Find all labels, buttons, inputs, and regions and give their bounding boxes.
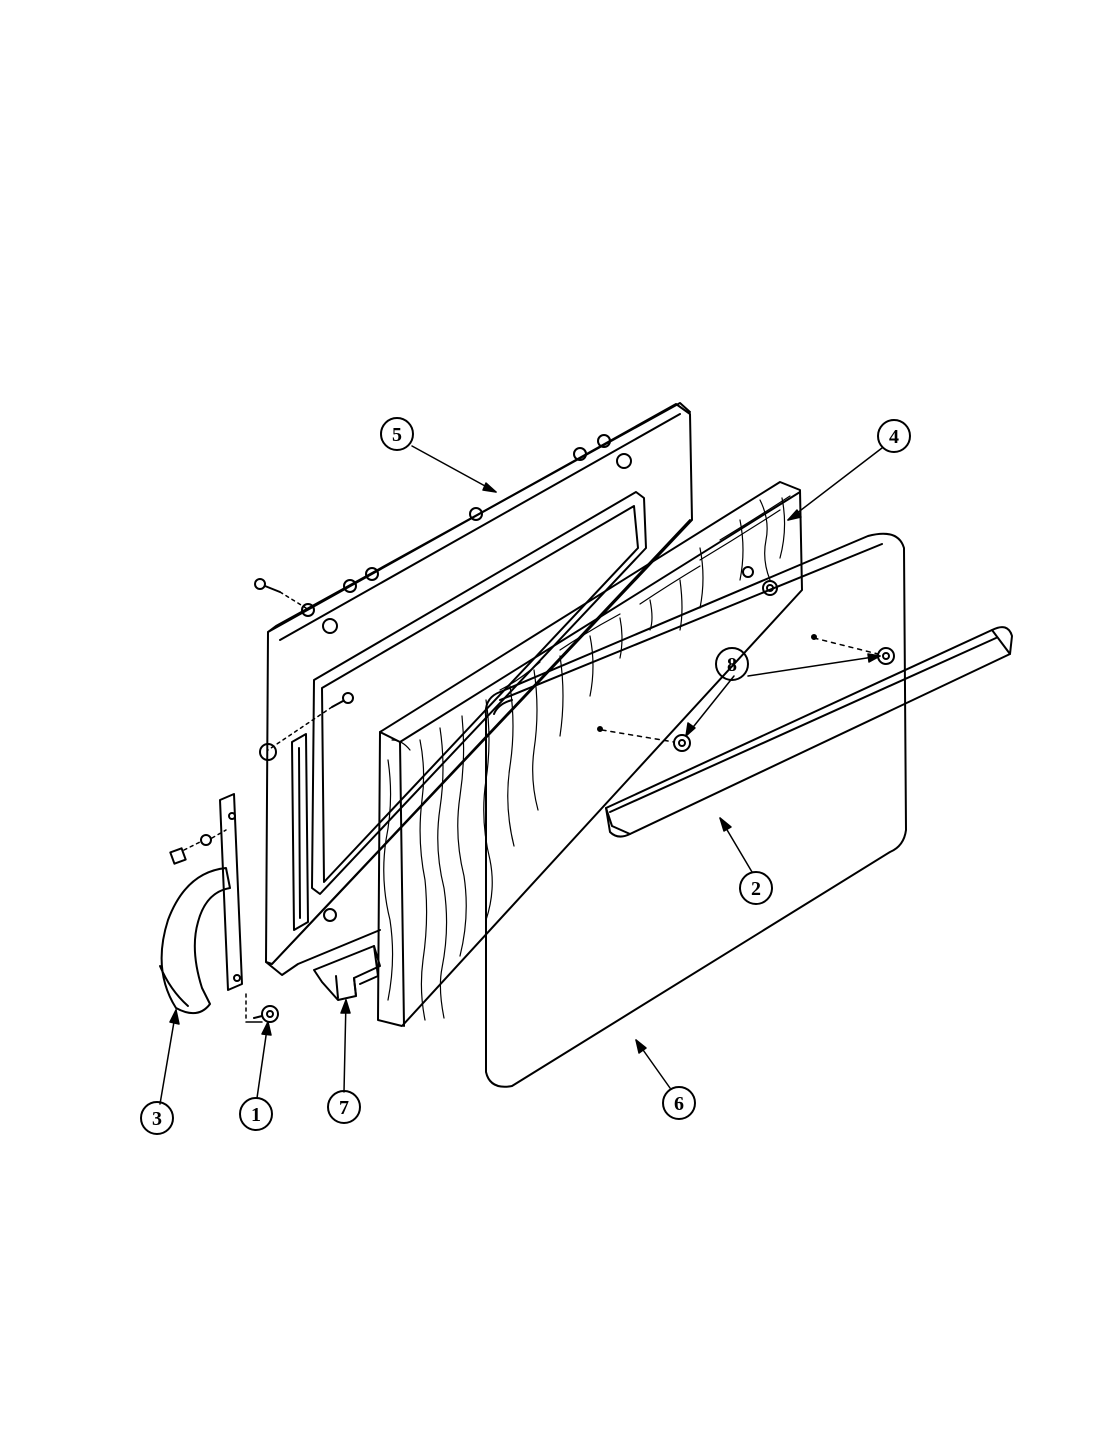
screw-icon [331, 692, 354, 708]
callout-label: 1 [251, 1104, 261, 1126]
callout-label: 5 [392, 424, 402, 446]
outer-door-panel [484, 532, 907, 1088]
door-hinge [159, 793, 263, 1023]
callout-label: 7 [339, 1097, 349, 1119]
hinge-screw [253, 1005, 279, 1023]
hinge-receptacle [313, 945, 381, 1001]
callout-label: 2 [751, 878, 761, 900]
callout-6: 6 [662, 1086, 696, 1120]
callout-5: 5 [380, 417, 414, 451]
callout-label: 4 [889, 426, 899, 448]
callout-3: 3 [140, 1101, 174, 1135]
callout-4: 4 [877, 419, 911, 453]
screw-icon [254, 578, 281, 593]
leader-lines [159, 445, 883, 1105]
inner-door-liner [254, 402, 693, 976]
door-handle [605, 626, 1013, 838]
callout-label: 8 [727, 654, 737, 676]
callout-label: 6 [674, 1093, 684, 1115]
callout-1: 1 [239, 1097, 273, 1131]
callout-label: 3 [152, 1108, 162, 1130]
callout-8: 8 [715, 647, 749, 681]
callout-2: 2 [739, 871, 773, 905]
callout-7: 7 [327, 1090, 361, 1124]
